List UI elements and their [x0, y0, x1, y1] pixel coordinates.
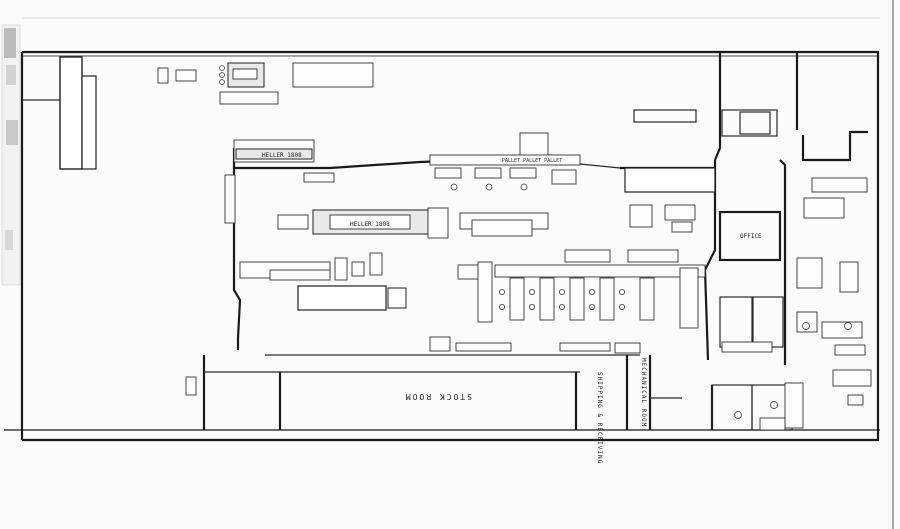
heller-oven-top	[233, 139, 315, 163]
scan-edge-strip	[1, 24, 21, 286]
room-label-office: OFFICE	[740, 233, 762, 240]
sheet-top	[0, 0, 880, 18]
stair-mid-right	[624, 167, 716, 193]
mid-machines	[224, 174, 696, 237]
pallet-label: PALLET PALLET PALLET	[502, 158, 562, 164]
top-workstations	[303, 167, 577, 191]
stair-top-left	[59, 56, 97, 170]
stair-left-mid	[297, 285, 407, 311]
bottom-bench-row	[265, 336, 641, 356]
left-line-equipment	[239, 252, 383, 281]
desk-cluster	[457, 249, 706, 329]
bottom-rooms	[185, 355, 682, 430]
heller-oven-mid	[277, 207, 449, 239]
top-left-equipment	[157, 62, 374, 105]
heller-mid-label: HELLER 1808	[350, 221, 390, 228]
upper-right-rooms	[633, 52, 868, 219]
lower-right-offices	[710, 382, 804, 431]
heller-top-label: HELLER 1808	[262, 152, 302, 159]
pallet-stacks	[429, 132, 581, 166]
office-block	[718, 159, 872, 406]
room-label-stock-room: STOCK ROOM	[404, 392, 472, 401]
room-label-shipping-receiving: SHIPPING & RECEIVING	[596, 372, 603, 464]
room-label-mechanical-room: MECHANICAL ROOM	[640, 358, 647, 427]
